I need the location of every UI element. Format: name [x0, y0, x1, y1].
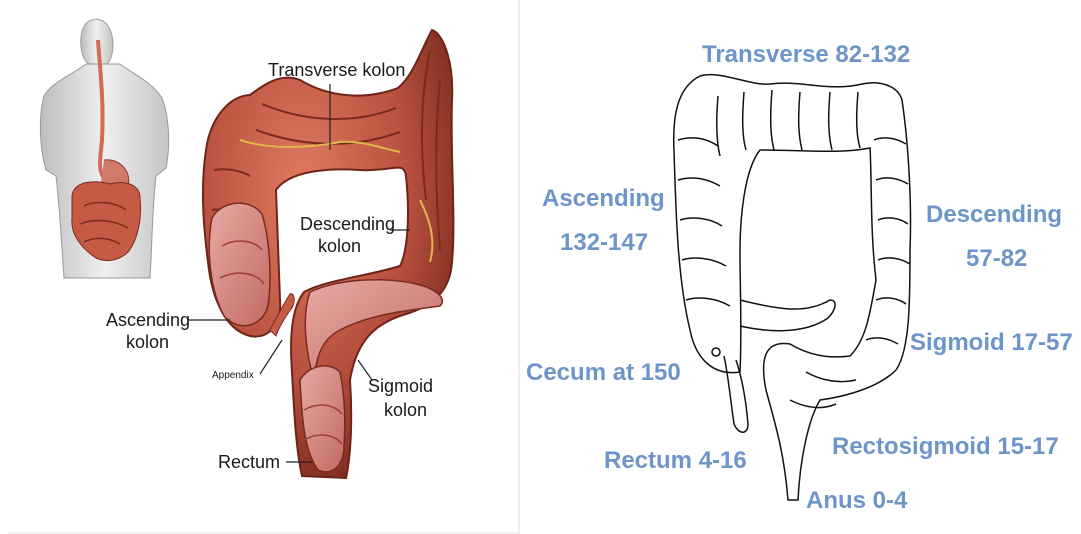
label-descending-kolon-line2: kolon [318, 236, 361, 256]
label-ascending: Ascending [542, 185, 665, 212]
label-anus-range: Anus 0-4 [806, 487, 908, 514]
label-descending-range: 57-82 [966, 245, 1027, 272]
label-transverse-kolon: Transverse kolon [268, 60, 405, 80]
label-ascending-kolon-line1: Ascending [106, 310, 190, 330]
label-cecum: Cecum at 150 [526, 359, 681, 386]
label-sigmoid-range: Sigmoid 17-57 [910, 329, 1073, 356]
label-descending-kolon-line1: Descending [300, 214, 395, 234]
label-rectum-range: Rectum 4-16 [604, 447, 747, 474]
label-rectosigmoid-range: Rectosigmoid 15-17 [832, 433, 1059, 460]
label-ascending-kolon-line2: kolon [126, 332, 169, 352]
label-sigmoid-kolon-line1: Sigmoid [368, 376, 433, 396]
label-rectum: Rectum [218, 452, 280, 472]
label-transverse-range: Transverse 82-132 [702, 41, 910, 68]
label-sigmoid-kolon-line2: kolon [384, 400, 427, 420]
label-ascending-range: 132-147 [560, 229, 648, 256]
label-descending: Descending [926, 201, 1062, 228]
label-appendix: Appendix [212, 370, 254, 381]
body-torso-illustration [40, 19, 168, 278]
